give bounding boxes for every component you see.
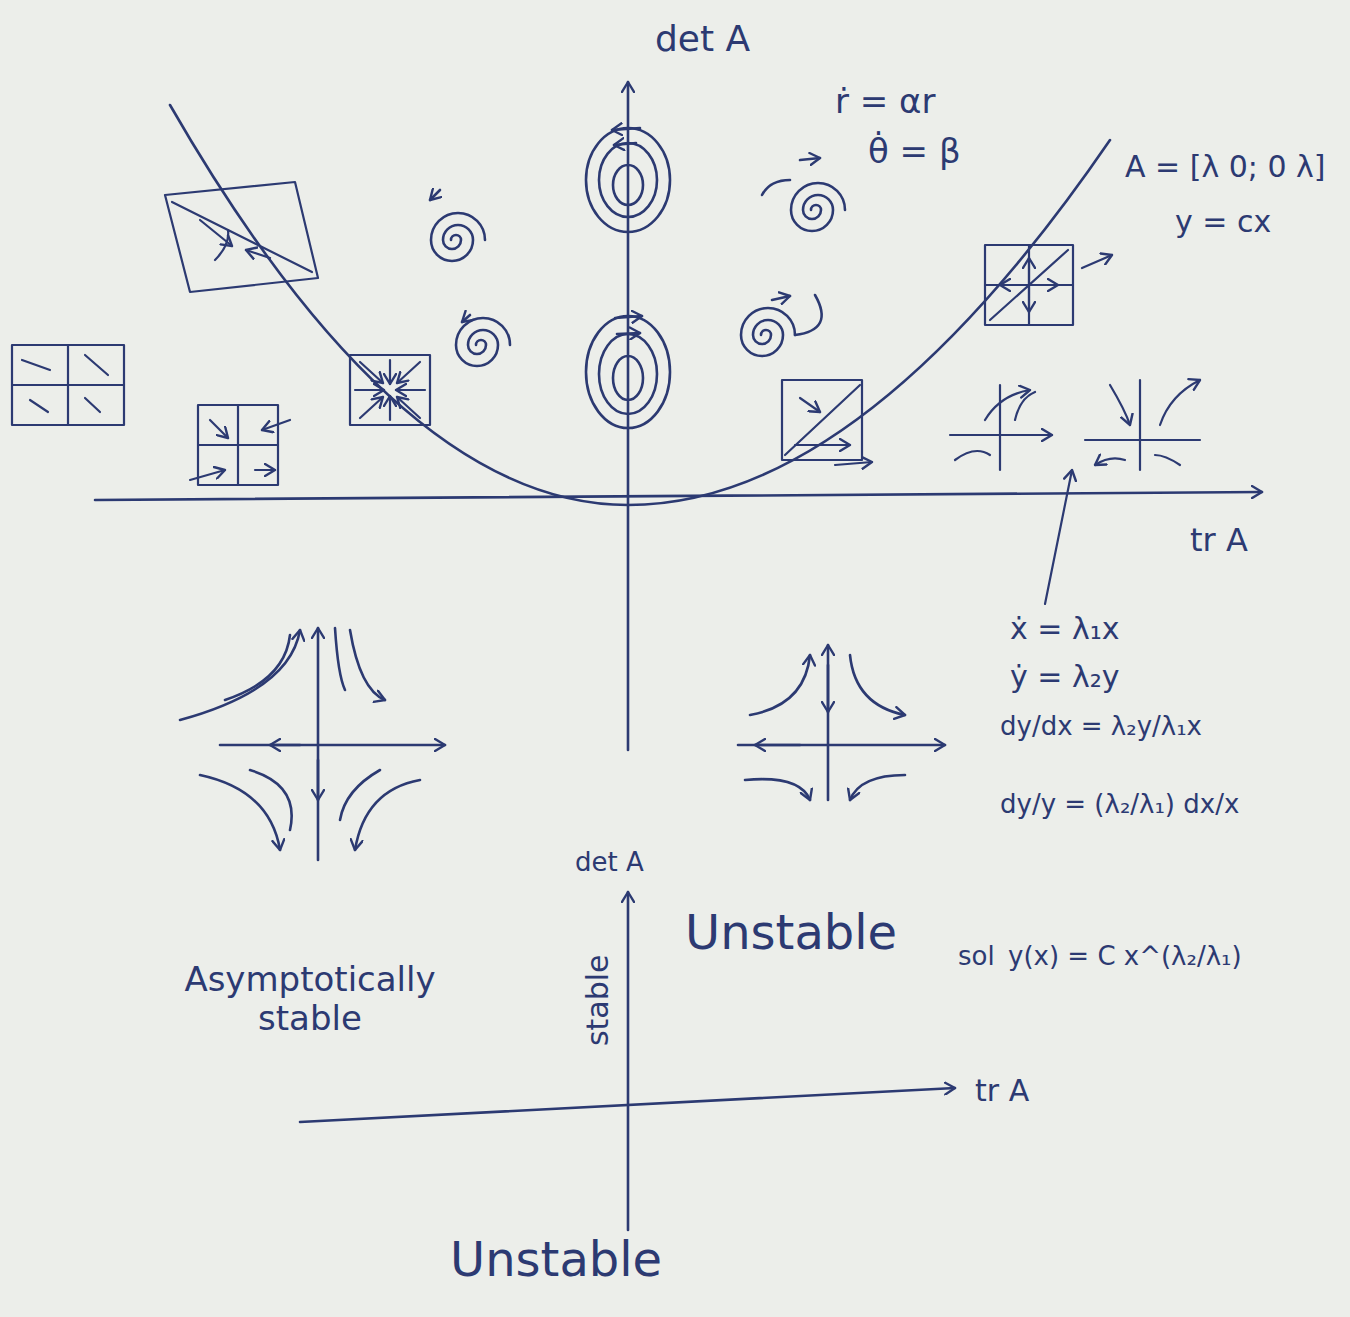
stable-axis-marks bbox=[627, 940, 629, 1010]
saddle-portraits bbox=[180, 628, 945, 860]
center-orbits bbox=[586, 128, 670, 428]
axis-label: tr A bbox=[975, 1074, 1029, 1109]
equation: y = cx bbox=[1175, 205, 1271, 240]
equation: ẋ = λ₁x bbox=[1010, 612, 1120, 647]
tr-axis-2 bbox=[300, 1088, 955, 1122]
equation: dy/dx = λ₂y/λ₁x bbox=[1000, 712, 1202, 742]
tr-axis bbox=[95, 492, 1262, 500]
parabola bbox=[170, 105, 1110, 505]
equation: θ̇ = β bbox=[868, 132, 961, 171]
det-axis-2 bbox=[627, 892, 630, 1230]
note: sol bbox=[958, 942, 995, 972]
equation: ẏ = λ₂y bbox=[1010, 660, 1120, 695]
axis-label: det A bbox=[575, 848, 644, 878]
region-label: Unstable bbox=[685, 905, 897, 960]
node-sketches bbox=[12, 182, 1200, 604]
region-label: stable bbox=[581, 954, 616, 1046]
axis-label: tr A bbox=[1190, 522, 1248, 559]
matrix-equation: A = [λ 0; 0 λ] bbox=[1125, 150, 1326, 185]
det-axis bbox=[627, 82, 630, 750]
spirals bbox=[430, 158, 845, 366]
region-label: Asymptotically stable bbox=[150, 960, 470, 1038]
equation: dy/y = (λ₂/λ₁) dx/x bbox=[1000, 790, 1239, 820]
region-label: Unstable bbox=[450, 1232, 662, 1287]
axis-label: det A bbox=[655, 18, 750, 59]
equation: ṙ = αr bbox=[835, 82, 935, 121]
equation: y(x) = C x^(λ₂/λ₁) bbox=[1008, 942, 1242, 972]
